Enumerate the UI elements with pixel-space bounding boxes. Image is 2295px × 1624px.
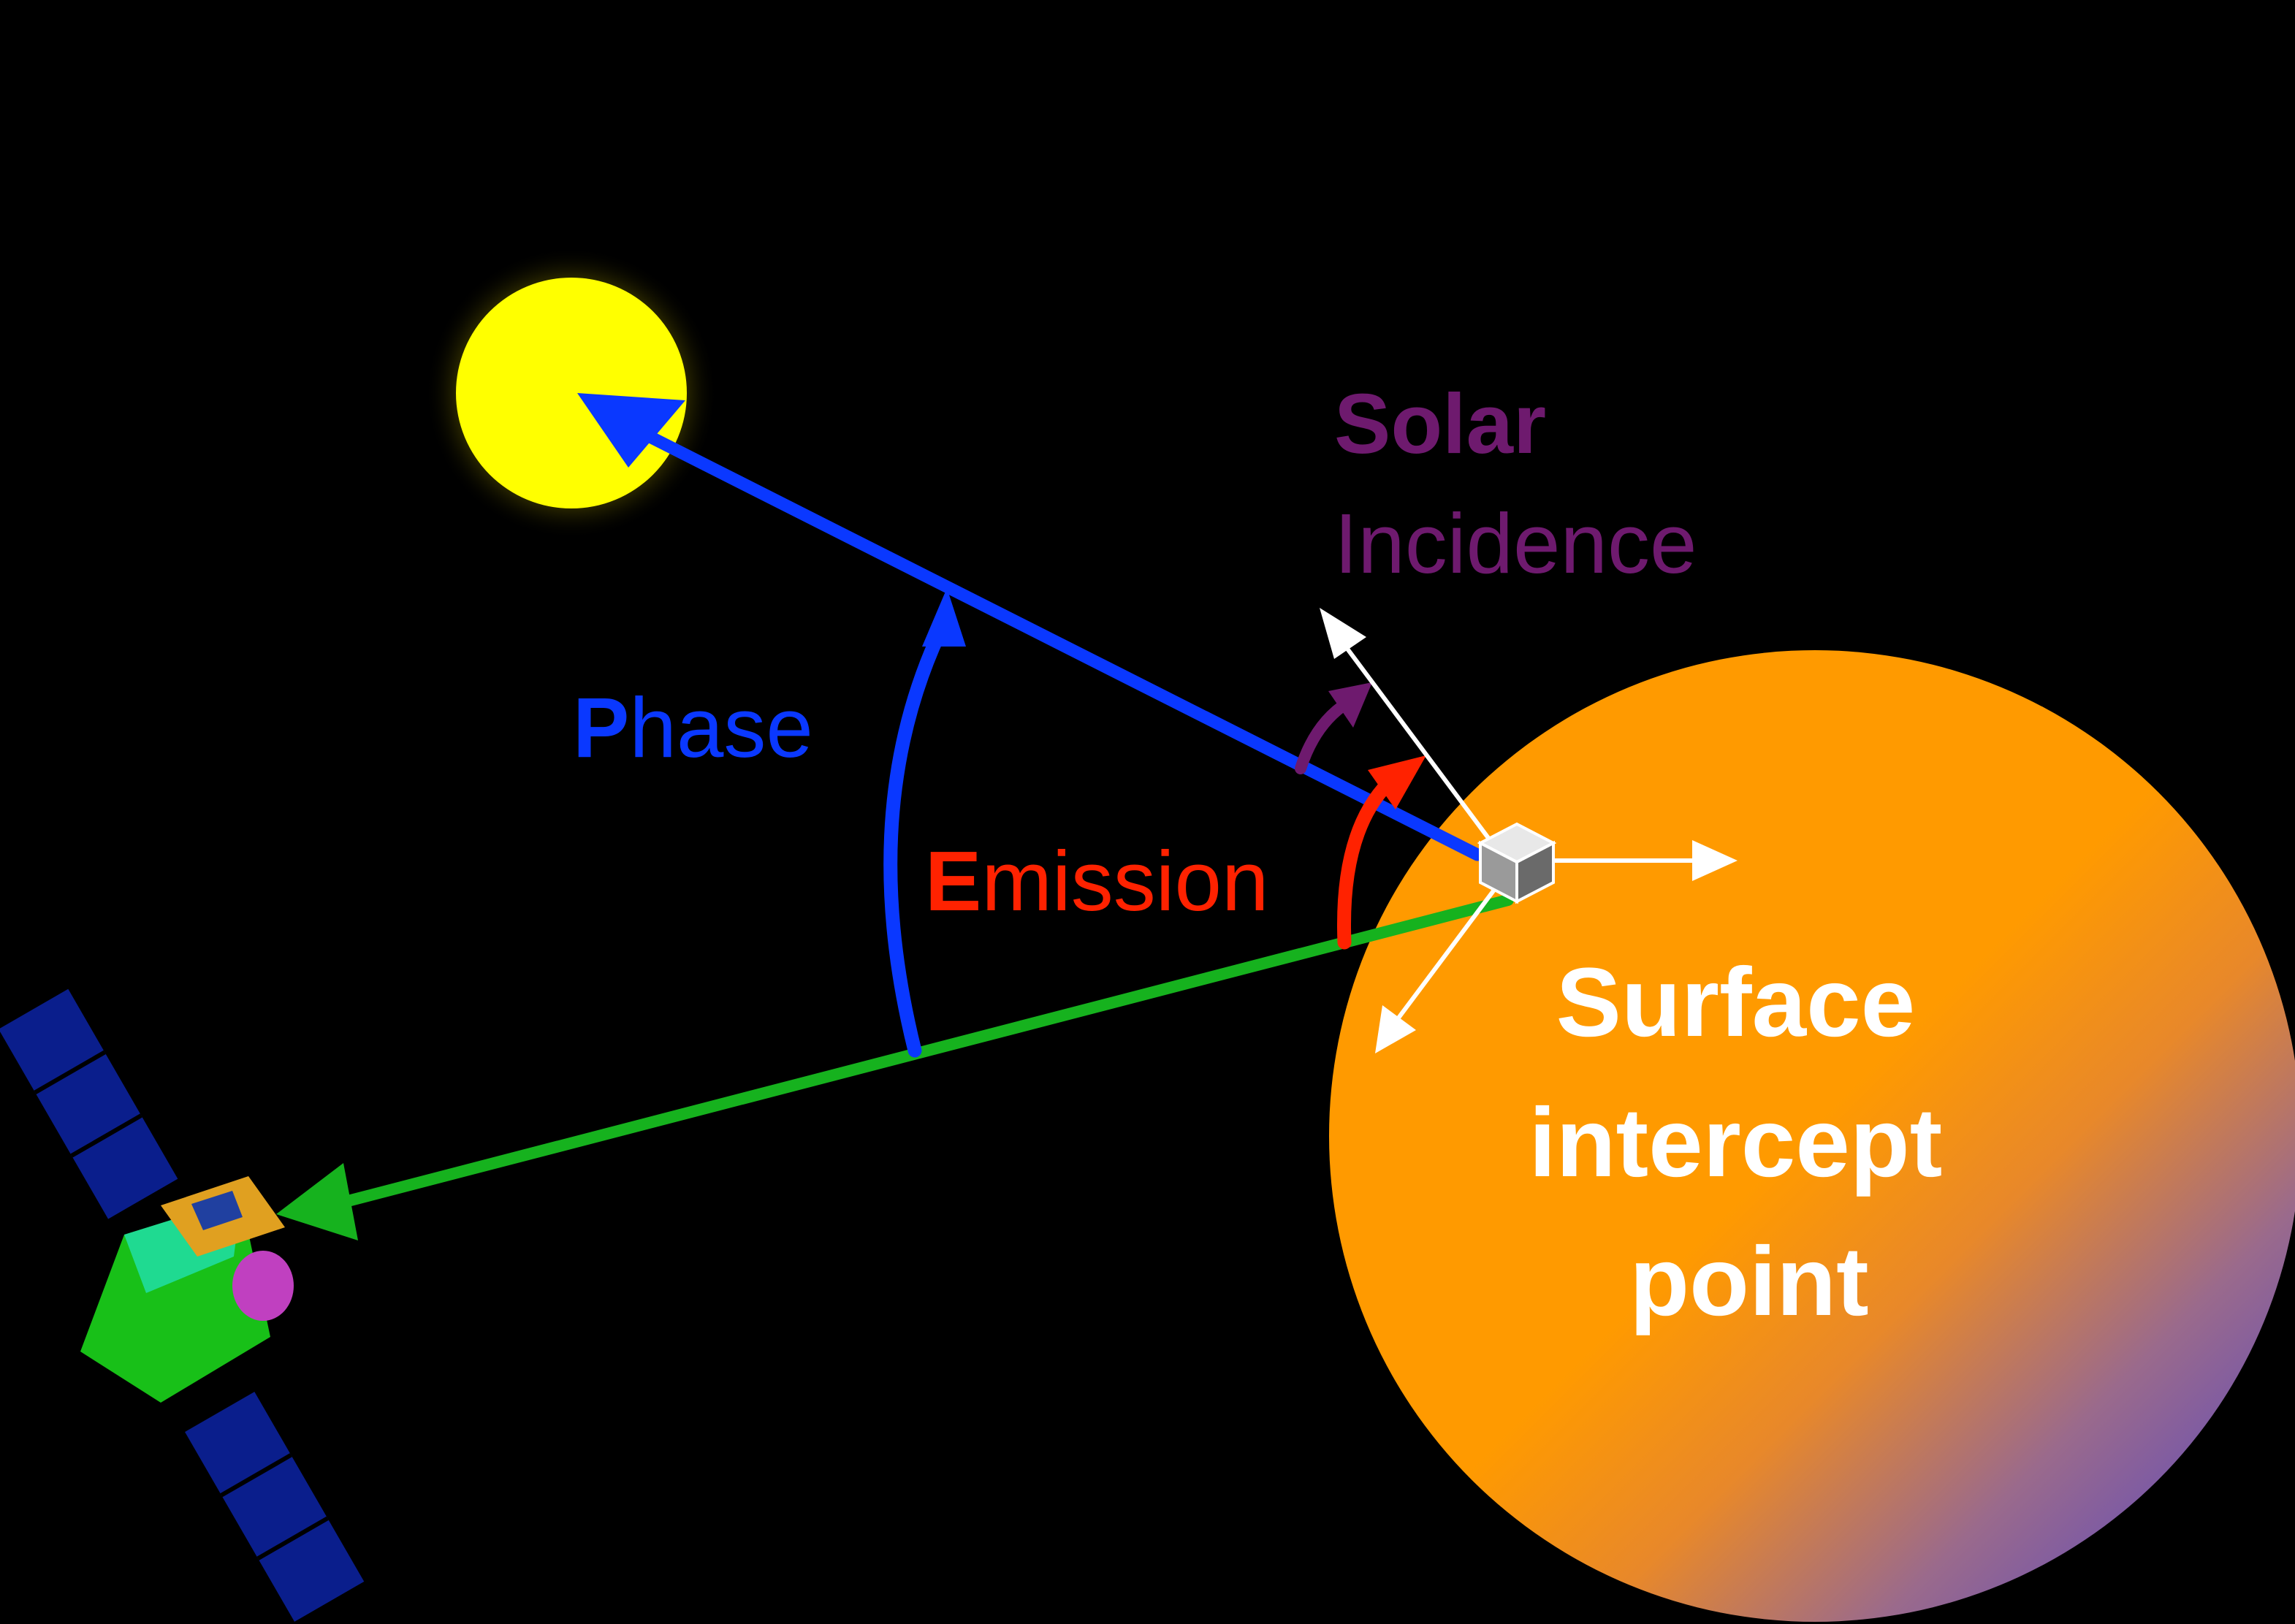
sun-arrowhead [577,393,685,468]
sun-icon [425,247,718,539]
emission-label: Emission [925,834,1269,929]
planet-icon [1329,650,2295,1622]
phase-arc [883,588,966,1058]
spacecraft-icon [0,988,365,1622]
emission-rest: mission [981,834,1268,929]
emission-initial: E [925,834,981,929]
incidence-arc [1295,682,1372,774]
cube-icon [1477,822,1557,904]
sun-vector [577,393,1484,861]
surface-intercept-label: Surface intercept point [1529,948,1969,1336]
normal-arrowhead [1320,608,1366,659]
surface-line3: point [1629,1227,1868,1336]
phase-initial: P [573,680,629,775]
solar-line1: Solar [1334,376,1546,471]
phase-rest: hase [629,680,813,775]
observer-vector [276,894,1514,1240]
solar-incidence-label: Solar Incidence [1334,376,1697,591]
solar-line2: Incidence [1334,496,1697,591]
x-axis-arrowhead [1692,840,1738,881]
observer-arrowhead [276,1163,358,1240]
y-axis-arrowhead [1375,1005,1416,1053]
surface-line1: Surface [1556,948,1916,1057]
surface-axes [1320,608,1738,1053]
phase-label: Phase [573,680,813,775]
surface-line2: intercept [1529,1089,1942,1197]
emission-arc [1337,755,1426,950]
